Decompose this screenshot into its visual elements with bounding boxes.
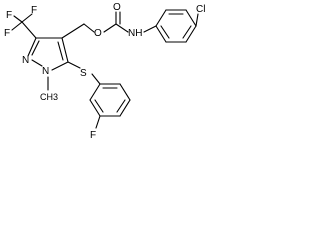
bond-fph-f: [95, 115, 101, 129]
structure-canvas: F F F N N CH3 O O NH Cl S F: [0, 0, 216, 144]
bond-clph-3: [185, 9, 197, 27]
bond-fph-3: [119, 99, 131, 117]
bond-cf3-f3: [11, 21, 23, 31]
atom-f1: F: [6, 10, 12, 21]
bond-fph-d2: [116, 99, 126, 113]
bond-c4-c5-double: [57, 41, 64, 61]
bond-s-aryl: [91, 73, 101, 85]
bond-clph-d3: [160, 25, 170, 39]
bond-fph-5: [89, 99, 101, 117]
bond-ch2-o: [83, 23, 95, 33]
bond-n2-c3-double: [31, 40, 40, 56]
bond-clph-d2: [182, 25, 192, 39]
bond-n2-c3: [27, 37, 37, 57]
bond-fph-d3: [94, 99, 104, 113]
bond-c4-ch2: [61, 23, 85, 39]
atom-f3: F: [4, 28, 10, 39]
bond-carbonyl-nh: [115, 23, 129, 33]
bond-n1-n2: [31, 59, 43, 67]
molecule-diagram: F F F N N CH3 O O NH Cl S F: [4, 2, 205, 141]
atom-o-ester: O: [94, 28, 102, 39]
atom-cl: Cl: [196, 4, 205, 15]
bond-c4-c5: [61, 37, 69, 63]
atom-f-aryl: F: [90, 130, 96, 141]
bond-clph-4: [185, 25, 197, 43]
bond-c5-n1: [51, 61, 69, 71]
atom-n2: N: [22, 55, 29, 66]
bond-cf3-f2: [21, 13, 33, 23]
bond-cf3-f1: [13, 15, 23, 23]
atom-methyl: CH3: [40, 92, 58, 102]
bond-fph-6: [89, 83, 101, 101]
atom-n1: N: [42, 66, 49, 77]
atom-nh: NH: [128, 28, 142, 39]
atom-f2: F: [31, 5, 37, 16]
bond-nh-aryl: [143, 25, 157, 33]
atom-s: S: [80, 68, 87, 79]
bond-cf3-c3: [21, 21, 37, 39]
bond-clph-1: [155, 9, 167, 27]
bond-fph-2: [119, 83, 131, 101]
bond-o-carbonyl: [103, 23, 117, 33]
atom-o-carbonyl: O: [113, 2, 121, 13]
bond-c5-s: [67, 61, 81, 69]
bond-clph-cl: [195, 13, 199, 27]
bond-clph-6: [155, 25, 167, 43]
